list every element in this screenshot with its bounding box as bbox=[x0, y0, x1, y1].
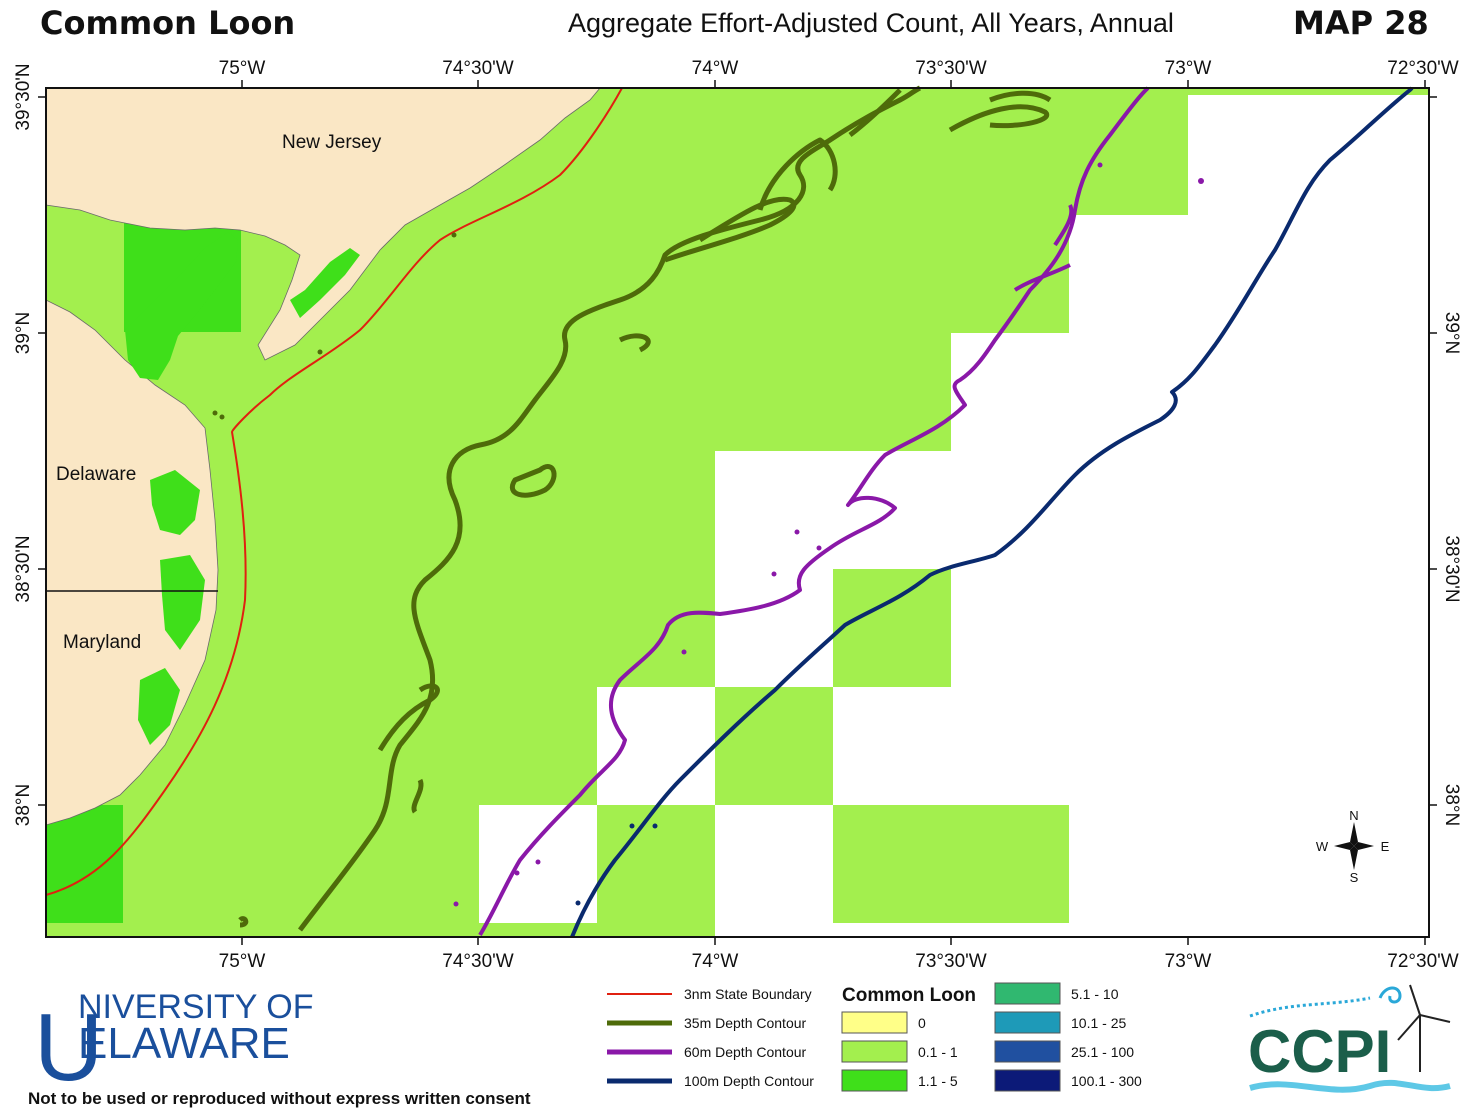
left-axis: 39°30'N 39°N 38°30'N 38°N bbox=[13, 63, 34, 826]
compass-w: W bbox=[1316, 839, 1329, 854]
consent-notice: Not to be used or reproduced without exp… bbox=[28, 1089, 531, 1108]
tick-marks bbox=[38, 80, 1437, 945]
top-lon-label: 73°30'W bbox=[915, 58, 986, 79]
right-lat-label: 39°N bbox=[1441, 312, 1462, 354]
compass-n: N bbox=[1349, 808, 1358, 823]
delaware-bay bbox=[125, 232, 238, 380]
legend-heading: Common Loon bbox=[842, 985, 976, 1006]
contour-60m-dots bbox=[453, 162, 1204, 907]
legend-lines: 3nm State Boundary 35m Depth Contour 60m… bbox=[607, 986, 814, 1089]
logo-line1: NIVERSITY OF bbox=[78, 988, 314, 1026]
university-logo: U NIVERSITY OF ELAWARE bbox=[34, 988, 314, 1101]
right-lat-label: 38°N bbox=[1441, 784, 1462, 826]
map-frame-border bbox=[45, 87, 1430, 938]
bottom-lon-label: 73°30'W bbox=[915, 951, 986, 972]
bottom-lon-label: 72°30'W bbox=[1387, 951, 1458, 972]
bottom-lon-label: 74°30'W bbox=[442, 951, 513, 972]
bottom-lon-label: 74°W bbox=[692, 951, 739, 972]
contour-100m bbox=[570, 86, 1414, 938]
left-lat-label: 38°N bbox=[13, 784, 34, 826]
contour-35m bbox=[238, 85, 1052, 932]
top-lon-label: 74°W bbox=[692, 58, 739, 79]
legend-line-label: 100m Depth Contour bbox=[684, 1073, 814, 1089]
legend-bins: Common Loon 0 0.1 - 1 1.1 - 5 5.1 - 10 1… bbox=[841, 982, 1142, 1092]
contour-35m-dots bbox=[212, 232, 457, 420]
logo-initial-u: U bbox=[34, 994, 103, 1101]
legend-line-label: 3nm State Boundary bbox=[684, 986, 812, 1002]
legend-bin-label: 25.1 - 100 bbox=[1071, 1044, 1134, 1060]
compass-e: E bbox=[1381, 839, 1390, 854]
top-lon-label: 72°30'W bbox=[1387, 58, 1458, 79]
compass-rose: N S E W bbox=[1316, 808, 1390, 885]
contour-100m-dots bbox=[575, 823, 658, 906]
bottom-lon-label: 73°W bbox=[1165, 951, 1212, 972]
bottom-axis: 75°W 74°30'W 74°W 73°30'W 73°W 72°30'W bbox=[219, 951, 1459, 972]
legend-line-label: 60m Depth Contour bbox=[684, 1044, 807, 1060]
legend-bin-label: 0 bbox=[918, 1015, 926, 1031]
boundary-3nm bbox=[45, 87, 623, 896]
left-lat-label: 38°30'N bbox=[13, 535, 34, 602]
compass-s: S bbox=[1350, 870, 1359, 885]
logo-ccpi: CCPI bbox=[1248, 1018, 1391, 1085]
map-title: Common Loon bbox=[40, 4, 296, 42]
legend-line-label: 35m Depth Contour bbox=[684, 1015, 807, 1031]
left-lat-label: 39°30'N bbox=[13, 63, 34, 130]
place-labels: New Jersey Delaware Maryland bbox=[56, 132, 382, 653]
right-lat-label: 38°30'N bbox=[1441, 535, 1462, 602]
map-subtitle: Aggregate Effort-Adjusted Count, All Yea… bbox=[568, 8, 1174, 38]
label-maryland: Maryland bbox=[63, 632, 141, 653]
top-lon-label: 73°W bbox=[1165, 58, 1212, 79]
top-axis: 75°W 74°30'W 74°W 73°30'W 73°W 72°30'W bbox=[219, 58, 1459, 79]
legend-bin-label: 0.1 - 1 bbox=[918, 1044, 958, 1060]
legend-bin-label: 10.1 - 25 bbox=[1071, 1015, 1126, 1031]
legend-bin-label: 1.1 - 5 bbox=[918, 1073, 958, 1089]
legend-bin-label: 5.1 - 10 bbox=[1071, 986, 1119, 1002]
top-lon-label: 74°30'W bbox=[442, 58, 513, 79]
map-number: MAP 28 bbox=[1293, 4, 1429, 42]
bottom-lon-label: 75°W bbox=[219, 951, 266, 972]
legend-bin-label: 100.1 - 300 bbox=[1071, 1073, 1142, 1089]
contour-60m bbox=[478, 86, 1150, 937]
ccpi-logo: CCPI bbox=[1248, 984, 1451, 1093]
logo-line2: ELAWARE bbox=[78, 1019, 290, 1068]
left-lat-label: 39°N bbox=[13, 312, 34, 354]
right-axis: 39°N 38°30'N 38°N bbox=[1441, 312, 1462, 826]
label-delaware: Delaware bbox=[56, 464, 136, 485]
bays bbox=[125, 232, 360, 745]
top-lon-label: 75°W bbox=[219, 58, 266, 79]
label-new-jersey: New Jersey bbox=[282, 132, 382, 153]
new-jersey-land bbox=[45, 87, 601, 361]
